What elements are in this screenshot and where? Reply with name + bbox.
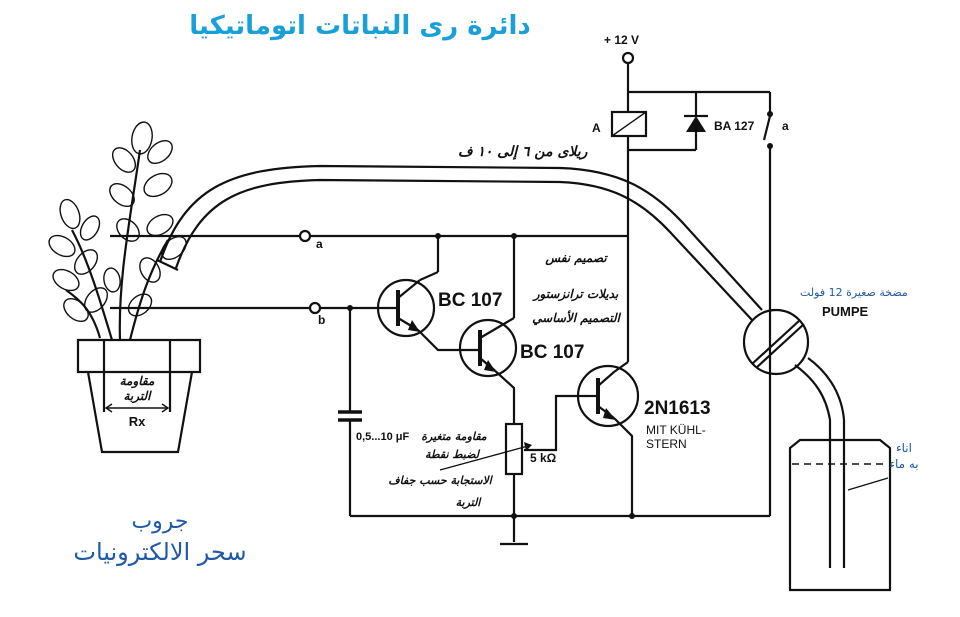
transistor-t3 bbox=[576, 364, 640, 428]
transistor-t2 bbox=[458, 317, 518, 378]
contact-label: a bbox=[782, 119, 789, 133]
junction-dots bbox=[347, 233, 635, 519]
water-tube bbox=[156, 164, 846, 568]
terminal-a bbox=[298, 229, 312, 243]
svg-text:مقاومة متغيرة: مقاومة متغيرة bbox=[421, 430, 487, 443]
page-title: دائرة رى النباتات اتوماتيكيا bbox=[189, 11, 531, 41]
svg-text:الاستجابة حسب جفاف: الاستجابة حسب جفاف bbox=[388, 474, 493, 487]
terminal-b-label: b bbox=[318, 313, 325, 327]
transistor-t1 bbox=[376, 270, 439, 338]
flower-pot bbox=[76, 338, 202, 454]
heatsink-label-1: MIT KÜHL- bbox=[646, 423, 706, 437]
svg-text:لضبط نقطة: لضبط نقطة bbox=[425, 448, 481, 461]
container-note-1: اناء bbox=[896, 441, 912, 455]
transistor-t1-label: BC 107 bbox=[438, 290, 502, 311]
capacitor bbox=[338, 410, 362, 422]
svg-text:التصميم الأساسي: التصميم الأساسي bbox=[532, 310, 621, 326]
soil-resistance-note-2: التربة bbox=[123, 389, 152, 404]
capacitor-label: 0,5...10 μF bbox=[356, 431, 409, 443]
svg-text:بديلات ترانزستور: بديلات ترانزستور bbox=[532, 287, 619, 302]
supply-wiring bbox=[626, 63, 772, 362]
plant-illustration bbox=[48, 121, 187, 341]
transistor-t3-label: 2N1613 bbox=[644, 398, 711, 419]
relay-label: A bbox=[592, 121, 601, 135]
circuit-wiring bbox=[110, 234, 772, 546]
terminal-b bbox=[308, 301, 322, 315]
pump bbox=[742, 308, 810, 376]
pump-label: PUMPE bbox=[822, 304, 869, 319]
supply-label: + 12 V bbox=[604, 33, 639, 47]
diode-label: BA 127 bbox=[714, 119, 755, 133]
svg-text:تصميم نفس: تصميم نفس bbox=[544, 251, 608, 266]
group-credit-line1: جروب bbox=[131, 509, 188, 534]
svg-text:التربة: التربة bbox=[456, 496, 483, 509]
potentiometer-note: مقاومة متغيرة لضبط نقطة الاستجابة حسب جف… bbox=[388, 430, 493, 509]
heatsink-label-2: STERN bbox=[646, 437, 687, 451]
terminal-a-label: a bbox=[316, 237, 323, 251]
diode bbox=[684, 114, 708, 132]
transistor-t2-label: BC 107 bbox=[520, 342, 584, 363]
relay-note: ريلاى من ٦ إلى ١٠ ف bbox=[458, 144, 588, 160]
container-note-2: به ماء bbox=[889, 457, 918, 471]
darlington-note: تصميم نفس بديلات ترانزستور التصميم الأسا… bbox=[532, 251, 622, 326]
potentiometer bbox=[439, 422, 532, 476]
relay-coil bbox=[610, 110, 648, 138]
soil-resistance-note-1: مقاومة bbox=[120, 374, 155, 389]
relay-contact bbox=[762, 111, 773, 149]
resistor-label: 5 kΩ bbox=[530, 451, 557, 465]
group-credit-line2: سحر الالكترونيات bbox=[73, 538, 246, 566]
pump-note: مضخة صغيرة 12 فولت bbox=[800, 286, 908, 299]
water-container bbox=[788, 438, 892, 592]
rx-label: Rx bbox=[129, 414, 146, 429]
